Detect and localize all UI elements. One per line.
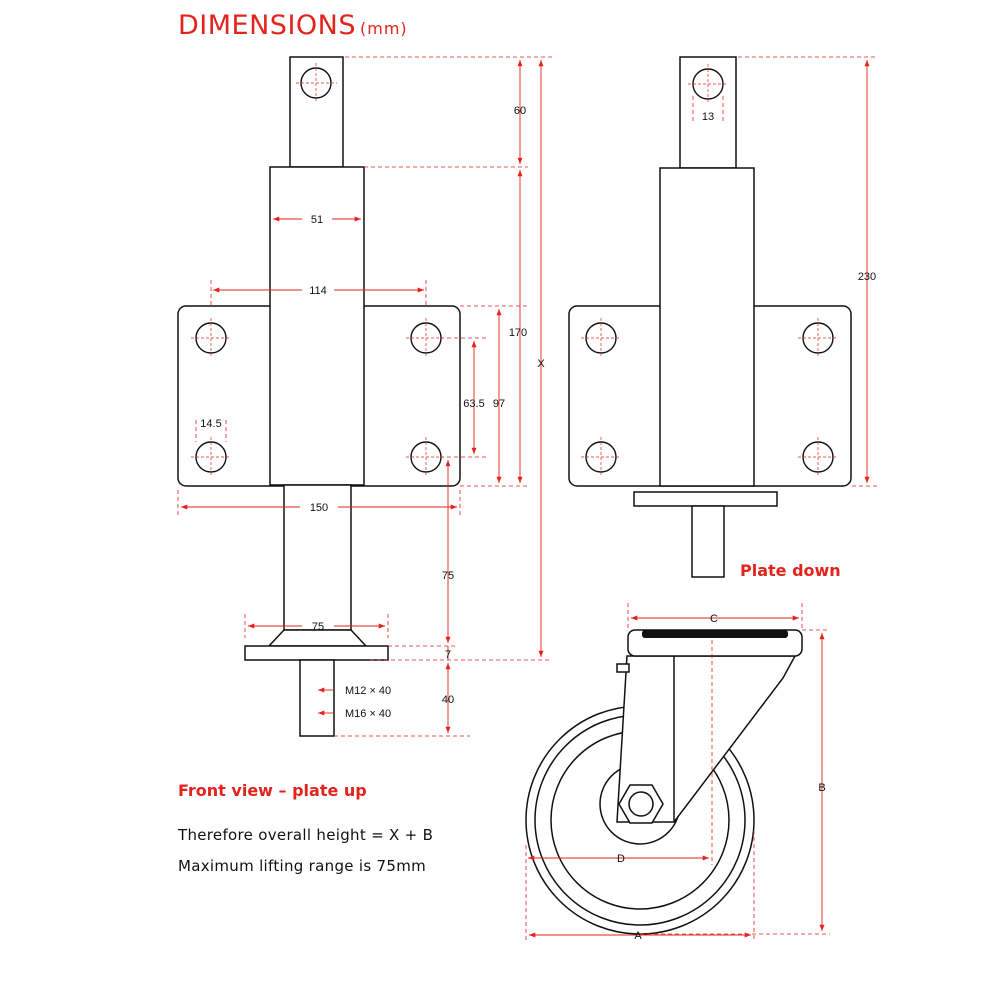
caster-wheel-drawing — [525, 629, 803, 935]
dim-caster-d: D — [617, 853, 625, 865]
side-view-caption: Plate down — [740, 561, 841, 580]
dim-thread-length: 40 — [442, 694, 454, 706]
side-view-drawing — [568, 56, 852, 578]
brake-stub — [616, 663, 630, 673]
dim-side-height: 230 — [858, 271, 876, 283]
title-unit: (mm) — [360, 19, 408, 38]
dim-overall-x: X — [537, 358, 545, 370]
dim-hole-dia: 14.5 — [200, 418, 221, 430]
front-foot-plate — [244, 645, 389, 661]
front-plate-holes — [191, 318, 446, 477]
axle-nut-bore — [628, 791, 654, 817]
dim-lift: 75 — [442, 570, 454, 582]
front-view-caption: Front view – plate up — [178, 781, 367, 800]
dim-body-width: 51 — [311, 214, 323, 226]
dim-thread-m12: M12 × 40 — [345, 685, 391, 697]
side-dimensions — [692, 56, 878, 487]
title-text: DIMENSIONS — [178, 10, 356, 41]
dim-plate-height: 97 — [493, 398, 505, 410]
dim-foot-width: 75 — [312, 621, 324, 633]
dim-thread-m16: M16 × 40 — [345, 708, 391, 720]
dim-pin-height: 60 — [514, 105, 526, 117]
side-body — [659, 167, 755, 487]
dim-pin-hole: 13 — [702, 111, 714, 123]
front-thread-stud — [299, 659, 335, 737]
side-foot-plate — [633, 491, 778, 507]
front-inner-tube — [283, 484, 352, 631]
front-view-drawing — [177, 56, 461, 737]
dim-hole-spacing-v: 63.5 — [463, 398, 484, 410]
lifting-range-note: Maximum lifting range is 75mm — [178, 857, 427, 875]
caster-dimensions — [525, 603, 830, 942]
page-title: DIMENSIONS(mm) — [178, 10, 408, 41]
side-plate-holes — [581, 318, 838, 477]
dim-hole-spacing-h: 114 — [309, 285, 327, 297]
dim-foot-thickness: 7 — [445, 649, 451, 661]
dim-caster-a: A — [634, 930, 642, 942]
dim-plate-width: 150 — [310, 502, 328, 514]
overall-height-note: Therefore overall height = X + B — [178, 826, 434, 844]
front-dimensions — [177, 56, 552, 737]
side-thread-stud — [691, 505, 725, 578]
dim-caster-c: C — [710, 613, 718, 625]
front-body — [269, 166, 365, 486]
dim-caster-b: B — [818, 782, 825, 794]
dim-total-body: 170 — [509, 327, 527, 339]
